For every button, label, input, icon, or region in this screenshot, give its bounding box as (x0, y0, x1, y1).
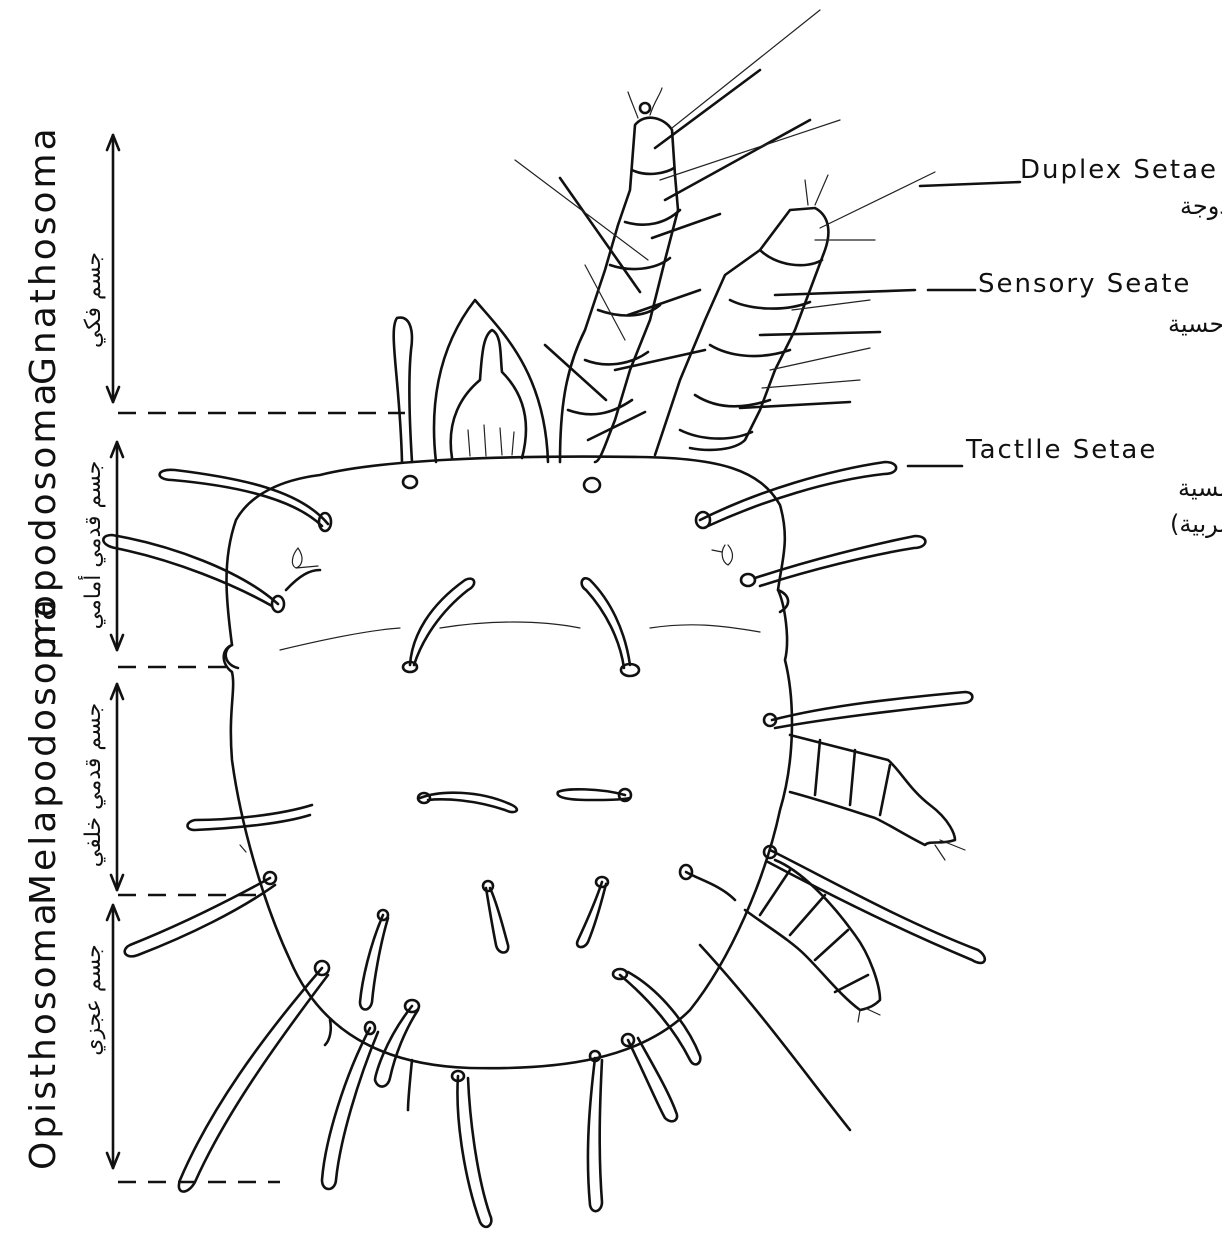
mouthparts-hood (434, 300, 548, 462)
body-setae (103, 462, 984, 1227)
leg-2-right (655, 172, 935, 455)
body-outline (224, 457, 792, 1069)
region-opisthosoma: Opisthosoma جسم عجزي (23, 900, 119, 1170)
leg-3-right (790, 735, 965, 860)
callout-sensory-en: Sensory Seate (978, 269, 1191, 299)
callout-tactile-ar-1: شعيرات لمسية (1178, 474, 1222, 502)
region-gnathosoma: Gnathosoma جسم فكي (23, 125, 119, 402)
region-label-propodosoma-ar: جسم قدمي أمامي (78, 461, 106, 630)
pore-lateral (240, 845, 246, 852)
body-lateral-lobes (226, 590, 788, 668)
callout-duplex-en: Duplex Setae (1020, 155, 1218, 185)
callout-duplex-setae: Duplex Setae شعيرات مزدوجة (920, 155, 1222, 220)
region-label-metapodosoma-ar: جسم قدمي خلفي (81, 703, 106, 867)
region-label-gnathosoma-en: Gnathosoma (23, 125, 64, 385)
callout-tactile-setae: Tactlle Setae شعيرات لمسية (شويكات مضربي… (908, 435, 1222, 538)
region-metapodosoma: Melapodosoma جسم قدمي خلفي (23, 596, 123, 905)
region-label-metapodosoma-en: Melapodosoma (23, 596, 64, 905)
region-label-opisthosoma-ar: جسم عجزي (81, 944, 106, 1056)
callout-tactile-en: Tactlle Setae (965, 435, 1157, 465)
callout-sensory-setae: Sensory Seate شعيرات حسية (928, 269, 1222, 338)
chelicera-left (394, 318, 412, 462)
leg-1-left (515, 10, 840, 462)
callout-duplex-ar: شعيرات مزدوجة (1180, 192, 1222, 220)
callout-sensory-ar: شعيرات حسية (1168, 310, 1222, 338)
pore-left (292, 548, 318, 568)
callout-leader-line (920, 182, 1020, 186)
pore-right (712, 545, 733, 565)
callout-tactile-ar-2: (شويكات مضربية) (1170, 510, 1222, 538)
leg-4-right (745, 860, 880, 1022)
dorsal-groove (280, 622, 760, 650)
region-label-opisthosoma-en: Opisthosoma (23, 900, 64, 1170)
region-label-gnathosoma-ar: جسم فكي (81, 252, 106, 348)
